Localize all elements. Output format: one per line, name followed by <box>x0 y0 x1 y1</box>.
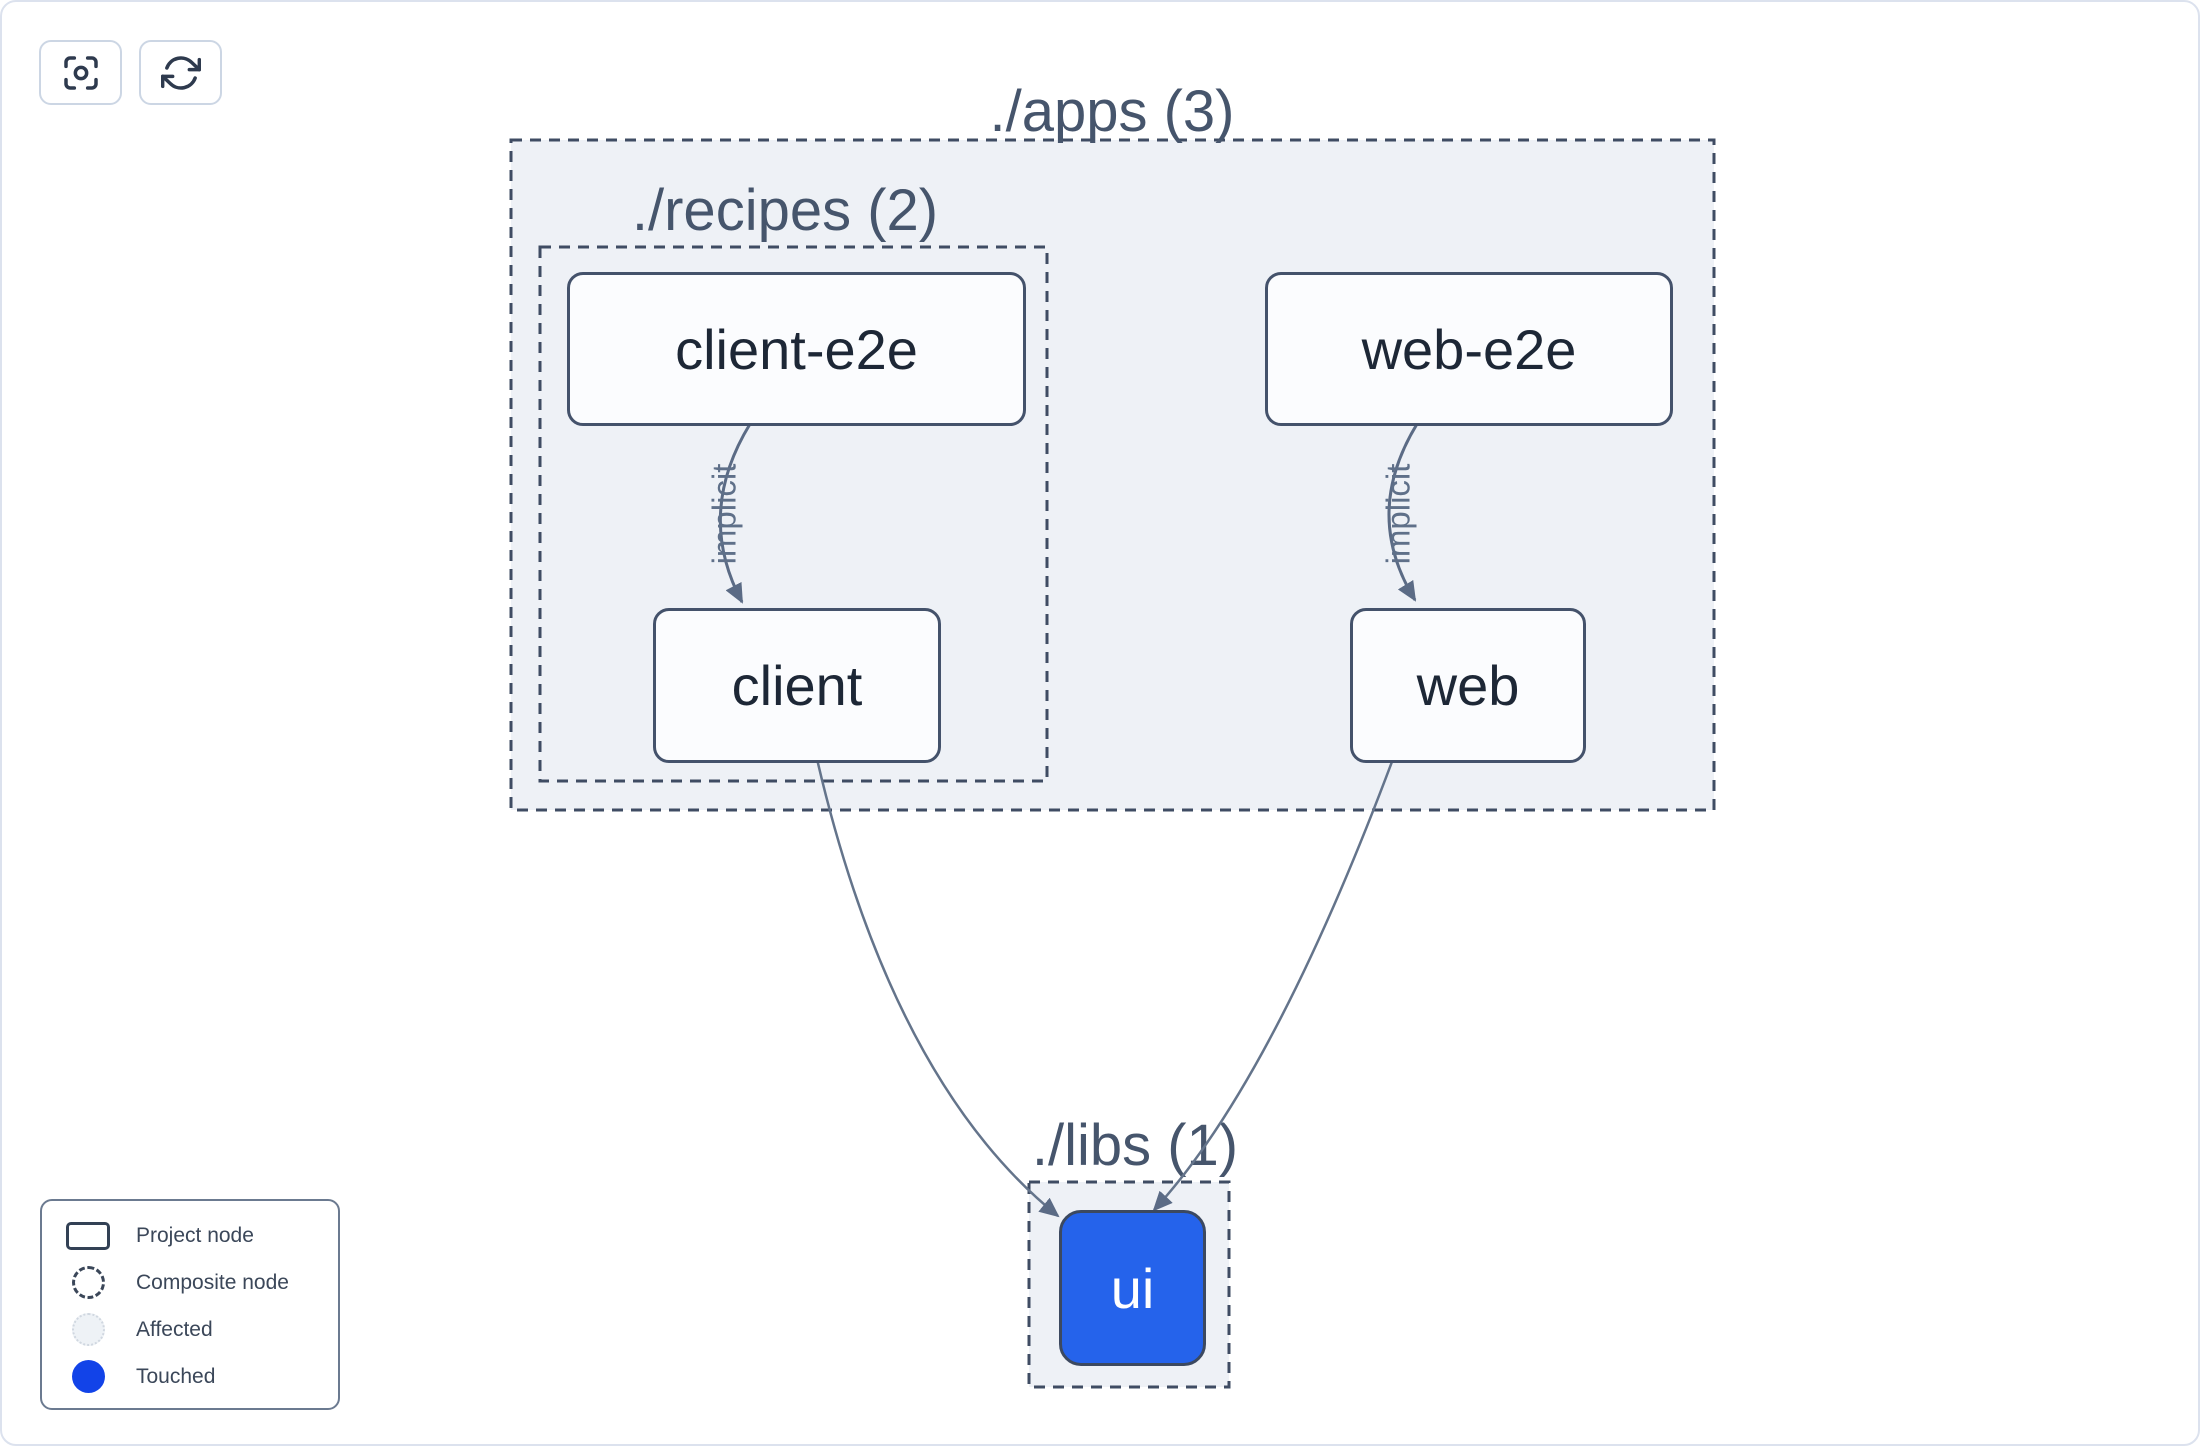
touched-swatch <box>71 1360 105 1393</box>
legend-item-composite-node: Composite node <box>64 1259 338 1306</box>
composite-node-swatch <box>71 1266 105 1299</box>
legend-item-affected: Affected <box>64 1306 338 1353</box>
edge-label-implicit-web: implicit <box>1380 464 1417 565</box>
group-apps-label: ./apps (3) <box>990 79 1235 144</box>
group-recipes-label: ./recipes (2) <box>632 178 938 243</box>
legend-label: Composite node <box>136 1270 289 1294</box>
focus-center-button[interactable] <box>39 40 122 105</box>
group-recipes-container[interactable] <box>538 245 1049 783</box>
graph-toolbar <box>39 40 222 105</box>
edge-client-e2e-client[interactable] <box>718 423 752 604</box>
legend-item-project-node: Project node <box>64 1212 338 1259</box>
legend-item-touched: Touched <box>64 1353 338 1400</box>
affected-swatch <box>71 1313 105 1346</box>
group-libs-label: ./libs (1) <box>1032 1113 1238 1178</box>
edge-web-ui[interactable] <box>1152 758 1395 1212</box>
legend-label: Touched <box>136 1364 216 1388</box>
node-client-e2e[interactable]: client-e2e <box>567 272 1026 426</box>
legend-panel: Project node Composite node Affected Tou… <box>40 1199 340 1410</box>
node-client[interactable]: client <box>653 608 941 763</box>
project-node-swatch <box>66 1221 110 1250</box>
refresh-icon <box>160 55 201 90</box>
legend-label: Affected <box>136 1317 213 1341</box>
edge-web-e2e-web[interactable] <box>1387 423 1419 602</box>
node-web[interactable]: web <box>1350 608 1586 763</box>
legend-label: Project node <box>136 1223 254 1247</box>
edge-label-implicit-client: implicit <box>706 464 743 565</box>
focus-center-icon <box>63 55 98 90</box>
node-ui[interactable]: ui <box>1059 1210 1206 1366</box>
refresh-button[interactable] <box>139 40 222 105</box>
node-web-e2e[interactable]: web-e2e <box>1265 272 1673 426</box>
edge-client-ui[interactable] <box>815 758 1060 1218</box>
